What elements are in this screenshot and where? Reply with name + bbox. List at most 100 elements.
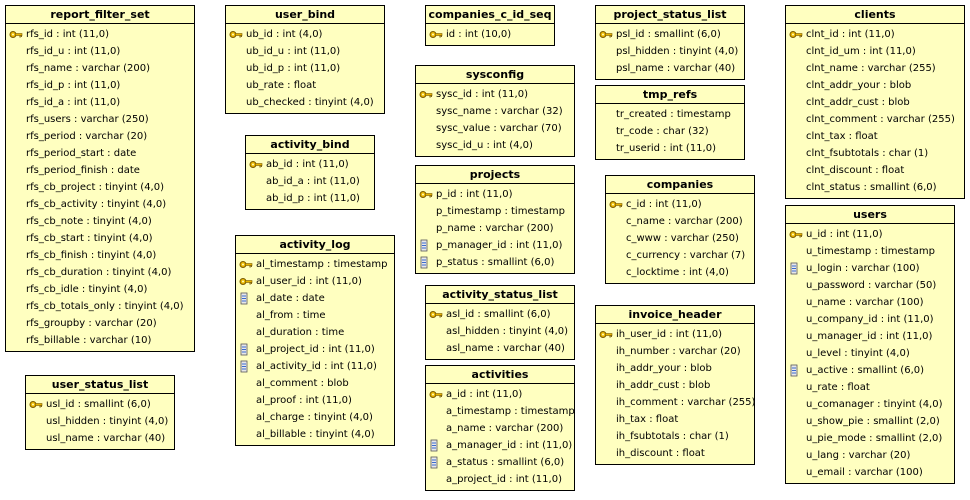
- column-row[interactable]: tr_code : char (32): [596, 123, 744, 140]
- column-row[interactable]: usl_id : smallint (6,0): [26, 396, 174, 413]
- column-row[interactable]: u_rate : float: [786, 379, 954, 396]
- column-row[interactable]: ub_id_p : int (11,0): [226, 60, 384, 77]
- column-row[interactable]: clnt_fsubtotals : char (1): [786, 145, 964, 162]
- column-row[interactable]: u_pie_mode : smallint (2,0): [786, 430, 954, 447]
- column-row[interactable]: u_active : smallint (6,0): [786, 362, 954, 379]
- column-row[interactable]: ab_id : int (11,0): [246, 156, 374, 173]
- column-row[interactable]: sysc_id : int (11,0): [416, 86, 574, 103]
- column-row[interactable]: rfs_cb_finish : tinyint (4,0): [6, 247, 194, 264]
- column-row[interactable]: u_company_id : int (11,0): [786, 311, 954, 328]
- column-row[interactable]: al_activity_id : int (11,0): [236, 358, 394, 375]
- column-row[interactable]: usl_hidden : tinyint (4,0): [26, 413, 174, 430]
- column-row[interactable]: c_id : int (11,0): [606, 196, 754, 213]
- column-row[interactable]: clnt_tax : float: [786, 128, 964, 145]
- column-row[interactable]: u_login : varchar (100): [786, 260, 954, 277]
- column-row[interactable]: a_project_id : int (11,0): [426, 471, 574, 488]
- column-row[interactable]: al_duration : time: [236, 324, 394, 341]
- column-row[interactable]: al_from : time: [236, 307, 394, 324]
- column-row[interactable]: clnt_addr_your : blob: [786, 77, 964, 94]
- column-row[interactable]: a_name : varchar (200): [426, 420, 574, 437]
- column-row[interactable]: al_comment : blob: [236, 375, 394, 392]
- column-row[interactable]: a_timestamp : timestamp: [426, 403, 575, 420]
- column-row[interactable]: clnt_name : varchar (255): [786, 60, 964, 77]
- column-row[interactable]: u_level : tinyint (4,0): [786, 345, 954, 362]
- column-row[interactable]: rfs_period : varchar (20): [6, 128, 194, 145]
- column-row[interactable]: sysc_id_u : int (4,0): [416, 137, 574, 154]
- column-row[interactable]: ih_user_id : int (11,0): [596, 326, 754, 343]
- column-row[interactable]: rfs_cb_activity : tinyint (4,0): [6, 196, 194, 213]
- column-row[interactable]: asl_name : varchar (40): [426, 340, 574, 357]
- column-row[interactable]: rfs_groupby : varchar (20): [6, 315, 194, 332]
- column-row[interactable]: asl_id : smallint (6,0): [426, 306, 574, 323]
- column-row[interactable]: psl_hidden : tinyint (4,0): [596, 43, 744, 60]
- column-row[interactable]: sysc_value : varchar (70): [416, 120, 574, 137]
- column-row[interactable]: a_manager_id : int (11,0): [426, 437, 574, 454]
- column-row[interactable]: ub_id_u : int (11,0): [226, 43, 384, 60]
- column-row[interactable]: c_locktime : int (4,0): [606, 264, 754, 281]
- column-row[interactable]: c_www : varchar (250): [606, 230, 754, 247]
- column-row[interactable]: rfs_name : varchar (200): [6, 60, 194, 77]
- column-row[interactable]: ih_number : varchar (20): [596, 343, 754, 360]
- column-row[interactable]: ih_fsubtotals : char (1): [596, 428, 754, 445]
- column-row[interactable]: ih_addr_your : blob: [596, 360, 754, 377]
- column-row[interactable]: ab_id_p : int (11,0): [246, 190, 374, 207]
- column-row[interactable]: ih_comment : varchar (255): [596, 394, 755, 411]
- column-row[interactable]: ab_id_a : int (11,0): [246, 173, 374, 190]
- column-row[interactable]: rfs_cb_project : tinyint (4,0): [6, 179, 194, 196]
- column-row[interactable]: a_id : int (11,0): [426, 386, 574, 403]
- column-row[interactable]: clnt_id_um : int (11,0): [786, 43, 964, 60]
- column-row[interactable]: al_charge : tinyint (4,0): [236, 409, 394, 426]
- column-row[interactable]: rfs_users : varchar (250): [6, 111, 194, 128]
- column-row[interactable]: al_billable : tinyint (4,0): [236, 426, 394, 443]
- column-row[interactable]: ih_tax : float: [596, 411, 754, 428]
- column-row[interactable]: clnt_comment : varchar (255): [786, 111, 964, 128]
- column-row[interactable]: rfs_cb_totals_only : tinyint (4,0): [6, 298, 194, 315]
- column-row[interactable]: c_currency : varchar (7): [606, 247, 754, 264]
- column-row[interactable]: p_timestamp : timestamp: [416, 203, 574, 220]
- column-row[interactable]: ih_addr_cust : blob: [596, 377, 754, 394]
- column-row[interactable]: ub_id : int (4,0): [226, 26, 384, 43]
- column-row[interactable]: a_status : smallint (6,0): [426, 454, 574, 471]
- column-row[interactable]: al_timestamp : timestamp: [236, 256, 394, 273]
- column-row[interactable]: clnt_addr_cust : blob: [786, 94, 964, 111]
- column-row[interactable]: rfs_cb_idle : tinyint (4,0): [6, 281, 194, 298]
- column-row[interactable]: u_id : int (11,0): [786, 226, 954, 243]
- column-row[interactable]: usl_name : varchar (40): [26, 430, 174, 447]
- column-row[interactable]: c_name : varchar (200): [606, 213, 754, 230]
- column-row[interactable]: clnt_status : smallint (6,0): [786, 179, 964, 196]
- column-row[interactable]: tr_created : timestamp: [596, 106, 744, 123]
- column-row[interactable]: rfs_cb_note : tinyint (4,0): [6, 213, 194, 230]
- column-row[interactable]: u_password : varchar (50): [786, 277, 954, 294]
- column-row[interactable]: rfs_period_finish : date: [6, 162, 194, 179]
- column-row[interactable]: u_lang : varchar (20): [786, 447, 954, 464]
- column-row[interactable]: clnt_id : int (11,0): [786, 26, 964, 43]
- column-row[interactable]: rfs_cb_start : tinyint (4,0): [6, 230, 194, 247]
- column-row[interactable]: rfs_id : int (11,0): [6, 26, 194, 43]
- column-row[interactable]: ub_checked : tinyint (4,0): [226, 94, 384, 111]
- column-row[interactable]: clnt_discount : float: [786, 162, 964, 179]
- column-row[interactable]: al_user_id : int (11,0): [236, 273, 394, 290]
- column-row[interactable]: p_status : smallint (6,0): [416, 254, 574, 271]
- column-row[interactable]: u_name : varchar (100): [786, 294, 954, 311]
- column-row[interactable]: rfs_id_a : int (11,0): [6, 94, 194, 111]
- column-row[interactable]: rfs_id_u : int (11,0): [6, 43, 194, 60]
- column-row[interactable]: ub_rate : float: [226, 77, 384, 94]
- column-row[interactable]: al_proof : int (11,0): [236, 392, 394, 409]
- column-row[interactable]: asl_hidden : tinyint (4,0): [426, 323, 574, 340]
- column-row[interactable]: psl_id : smallint (6,0): [596, 26, 744, 43]
- column-row[interactable]: rfs_billable : varchar (10): [6, 332, 194, 349]
